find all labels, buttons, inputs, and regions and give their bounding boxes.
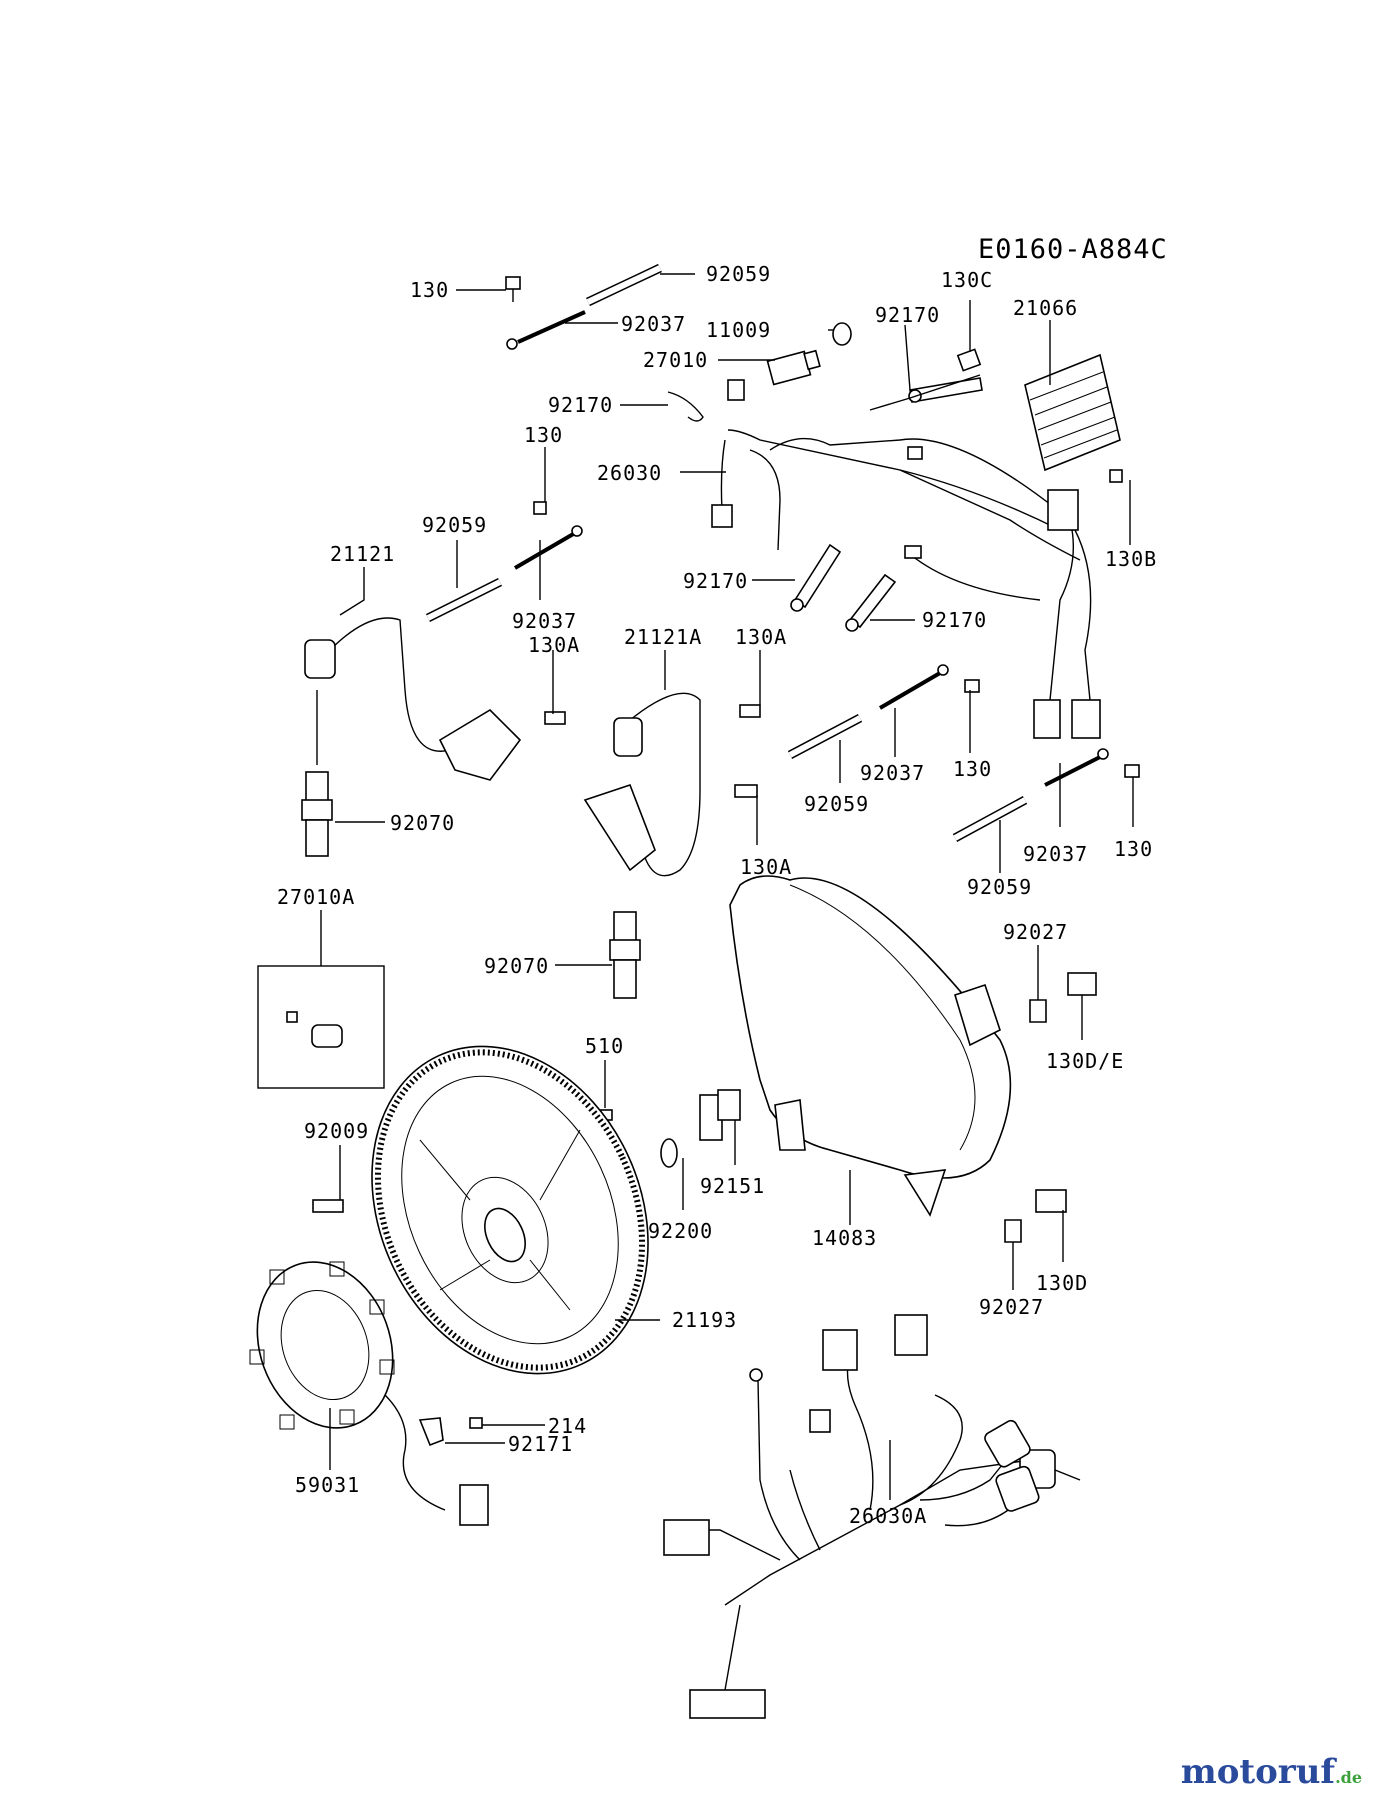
flywheel-21193 xyxy=(371,1045,649,1375)
clamp-92171 xyxy=(418,1417,444,1447)
label-130A-b: 130A xyxy=(735,625,787,649)
label-92059-c: 92059 xyxy=(967,875,1032,899)
bolt-130D-E xyxy=(1067,972,1097,996)
label-130-top: 130 xyxy=(410,278,449,302)
clip-92170-a xyxy=(667,391,704,422)
label-92059-b: 92059 xyxy=(804,792,869,816)
label-510: 510 xyxy=(585,1034,624,1058)
spark-plug-92070-b xyxy=(609,911,641,999)
tab-92170-c xyxy=(793,543,842,609)
diagram-code: E0160-A884C xyxy=(978,234,1168,265)
label-92170-b: 92170 xyxy=(548,393,613,417)
label-92170-d: 92170 xyxy=(922,608,987,632)
bolt-130-c xyxy=(1124,764,1140,778)
label-26030: 26030 xyxy=(597,461,662,485)
label-130B: 130B xyxy=(1105,547,1157,571)
tube-92059-b xyxy=(787,714,863,759)
tab-92170-d xyxy=(848,573,897,629)
label-92070-a: 92070 xyxy=(390,811,455,835)
label-92037-b: 92037 xyxy=(860,761,925,785)
harness-26030 xyxy=(711,379,1101,739)
ignition-coil-21121A xyxy=(583,692,761,877)
option-box-27010A xyxy=(257,910,385,1089)
lead-92037-c xyxy=(1044,748,1109,787)
label-26030A: 26030A xyxy=(849,1504,927,1528)
tube-92059-c xyxy=(952,796,1028,842)
label-130-b: 130 xyxy=(953,757,992,781)
label-92170-a: 92170 xyxy=(875,303,940,327)
spark-plug-92070-a xyxy=(301,690,333,857)
lead-92037-mid xyxy=(513,525,583,570)
label-21121A: 21121A xyxy=(624,625,702,649)
bolt-92009 xyxy=(312,1199,344,1213)
bolt-130C xyxy=(956,348,982,372)
label-11009: 11009 xyxy=(706,318,771,342)
bolt-92151 xyxy=(699,1089,741,1141)
bolt-130-top xyxy=(505,276,521,302)
label-92059-top: 92059 xyxy=(706,262,771,286)
label-92009: 92009 xyxy=(304,1119,369,1143)
label-130C: 130C xyxy=(941,268,993,292)
label-130D-E: 130D/E xyxy=(1046,1049,1124,1073)
label-27010A: 27010A xyxy=(277,885,355,909)
lead-92037-b xyxy=(878,664,949,710)
label-92151: 92151 xyxy=(700,1174,765,1198)
label-14083: 14083 xyxy=(812,1226,877,1250)
label-92037-mid: 92037 xyxy=(512,609,577,633)
label-130A-c: 130A xyxy=(740,855,792,879)
label-92200: 92200 xyxy=(648,1219,713,1243)
label-92027-b: 92027 xyxy=(979,1295,1044,1319)
regulator-21066 xyxy=(1024,353,1123,483)
tube-92059-top xyxy=(586,263,662,307)
label-130-mid: 130 xyxy=(524,423,563,447)
label-214: 214 xyxy=(548,1414,587,1438)
brand-logo[interactable]: motoruf.de xyxy=(1181,1752,1362,1792)
label-92170-c: 92170 xyxy=(683,569,748,593)
label-21121: 21121 xyxy=(330,542,395,566)
label-130A-a: 130A xyxy=(528,633,580,657)
leader-lines xyxy=(329,273,1134,1500)
label-92027-a: 92027 xyxy=(1003,920,1068,944)
collar-92027-b xyxy=(1004,1219,1022,1243)
label-130D: 130D xyxy=(1036,1271,1088,1295)
oil-switch-27010 xyxy=(766,349,821,386)
brand-name: motoruf xyxy=(1180,1752,1336,1792)
seal-11009 xyxy=(832,322,852,346)
bolt-130-b xyxy=(964,679,980,693)
label-92037-top: 92037 xyxy=(621,312,686,336)
label-21066: 21066 xyxy=(1013,296,1078,320)
tube-92059-mid xyxy=(425,577,503,623)
ignition-coil-21121 xyxy=(304,617,566,781)
label-92059-mid: 92059 xyxy=(422,513,487,537)
collar-92027-a xyxy=(1029,999,1047,1023)
label-92070-b: 92070 xyxy=(484,954,549,978)
harness-26030A xyxy=(663,1314,1081,1719)
label-92171: 92171 xyxy=(508,1432,573,1456)
label-130-c: 130 xyxy=(1114,837,1153,861)
brand-tld: .de xyxy=(1335,1768,1362,1787)
part-labels: 130 92059 92037 11009 27010 130C 92170 2… xyxy=(277,262,1157,1528)
bolt-130D xyxy=(1035,1189,1067,1213)
label-27010: 27010 xyxy=(643,348,708,372)
lead-92037-top xyxy=(506,310,586,350)
bolt-214 xyxy=(469,1417,483,1429)
washer-92200 xyxy=(660,1138,678,1168)
stator-59031 xyxy=(249,1261,489,1526)
bolt-130-mid xyxy=(533,501,547,515)
label-21193: 21193 xyxy=(672,1308,737,1332)
label-59031: 59031 xyxy=(295,1473,360,1497)
fan-housing-14083 xyxy=(729,875,1012,1217)
label-92037-c: 92037 xyxy=(1023,842,1088,866)
